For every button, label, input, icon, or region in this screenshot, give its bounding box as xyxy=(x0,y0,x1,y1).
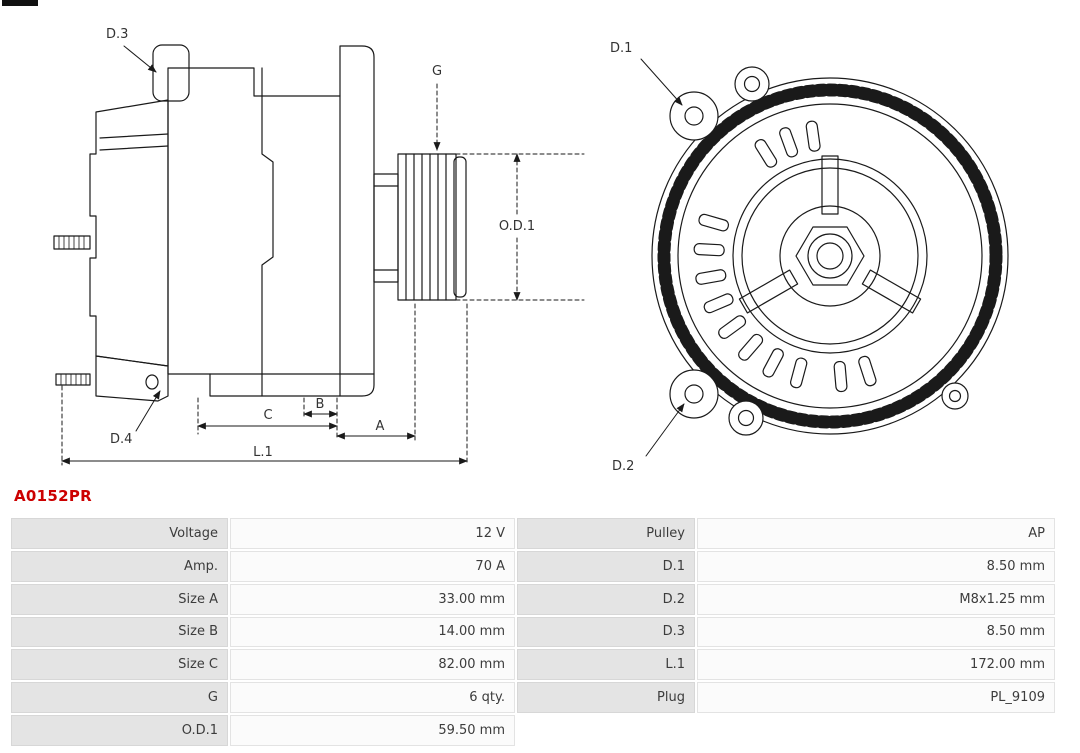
spec-label-cell: L.1 xyxy=(516,648,696,682)
front-view: D.1 D.2 xyxy=(610,41,1009,474)
top-mounting-ear xyxy=(152,44,190,102)
spec-row: O.D.1 59.50 mm xyxy=(10,714,1056,747)
spec-row: Voltage 12 V Pulley AP xyxy=(10,517,1056,550)
spec-row: Amp. 70 A D.1 8.50 mm xyxy=(10,549,1056,583)
spec-label-cell: Size A xyxy=(10,582,229,616)
spec-value-cell xyxy=(696,714,1056,747)
label-b: B xyxy=(316,397,325,412)
label-a: A xyxy=(376,419,385,434)
spec-label-cell: Plug xyxy=(516,681,696,715)
pulley-spokes xyxy=(738,155,922,314)
part-number: A0152PR xyxy=(14,487,93,505)
leader-d2 xyxy=(645,403,685,457)
spec-value-cell: 59.50 mm xyxy=(229,714,516,747)
dimension-od1: O.D.1 xyxy=(455,153,585,301)
label-l1: L.1 xyxy=(253,445,273,460)
spec-row: G 6 qty. Plug PL_9109 xyxy=(10,681,1056,715)
spec-value-cell: PL_9109 xyxy=(696,681,1056,715)
leader-d1 xyxy=(640,58,683,106)
mounting-stud xyxy=(55,355,169,402)
rear-cover xyxy=(89,99,169,367)
spec-value-cell: 172.00 mm xyxy=(696,648,1056,682)
label-d1: D.1 xyxy=(610,41,632,56)
spec-row: Size A 33.00 mm D.2 M8x1.25 mm xyxy=(10,582,1056,616)
spec-value-cell: M8x1.25 mm xyxy=(696,582,1056,616)
spec-row: Size B 14.00 mm D.3 8.50 mm xyxy=(10,615,1056,649)
pulley xyxy=(397,153,467,301)
shaft-nut xyxy=(779,205,881,307)
alternator-body xyxy=(167,45,375,397)
dimension-b: B xyxy=(303,397,338,418)
leader-d3 xyxy=(123,45,157,73)
side-view: G O.D.1 C B A L.1 xyxy=(53,27,585,466)
label-g: G xyxy=(432,64,442,79)
label-d3: D.3 xyxy=(106,27,128,42)
spec-value-cell: AP xyxy=(696,517,1056,550)
label-d2: D.2 xyxy=(612,459,634,474)
brand-logo xyxy=(2,0,38,6)
specs-table: Voltage 12 V Pulley AP Amp. 70 A D.1 8.5… xyxy=(10,517,1056,747)
spec-value-cell: 8.50 mm xyxy=(696,615,1056,649)
spec-label-cell: Size B xyxy=(10,615,229,649)
spec-label-cell: Amp. xyxy=(10,549,229,583)
vent-slots xyxy=(693,120,877,393)
fan-teeth-ring xyxy=(657,83,1003,429)
label-c: C xyxy=(263,408,272,423)
spec-label-cell xyxy=(516,714,696,747)
spec-label-cell: G xyxy=(10,681,229,715)
spec-value-cell: 33.00 mm xyxy=(229,582,516,616)
spec-value-cell: 8.50 mm xyxy=(696,549,1056,583)
technical-diagram: G O.D.1 C B A L.1 xyxy=(53,27,1009,474)
spec-label-cell: D.1 xyxy=(516,549,696,583)
spec-value-cell: 6 qty. xyxy=(229,681,516,715)
spec-label-cell: O.D.1 xyxy=(10,714,229,747)
spec-label-cell: Pulley xyxy=(516,517,696,550)
spec-value-cell: 70 A xyxy=(229,549,516,583)
spec-value-cell: 82.00 mm xyxy=(229,648,516,682)
spec-label-cell: Voltage xyxy=(10,517,229,550)
spec-value-cell: 14.00 mm xyxy=(229,615,516,649)
spec-value-cell: 12 V xyxy=(229,517,516,550)
label-od1: O.D.1 xyxy=(499,219,535,234)
label-d4: D.4 xyxy=(110,432,132,447)
leader-d4 xyxy=(135,390,161,432)
dimension-a: A xyxy=(336,419,416,440)
dimension-c: C xyxy=(197,408,338,430)
spec-label-cell: D.2 xyxy=(516,582,696,616)
terminal-stud xyxy=(53,235,91,250)
dimension-l1: L.1 xyxy=(61,444,468,465)
spec-label-cell: Size C xyxy=(10,648,229,682)
spec-label-cell: D.3 xyxy=(516,615,696,649)
spec-row: Size C 82.00 mm L.1 172.00 mm xyxy=(10,648,1056,682)
